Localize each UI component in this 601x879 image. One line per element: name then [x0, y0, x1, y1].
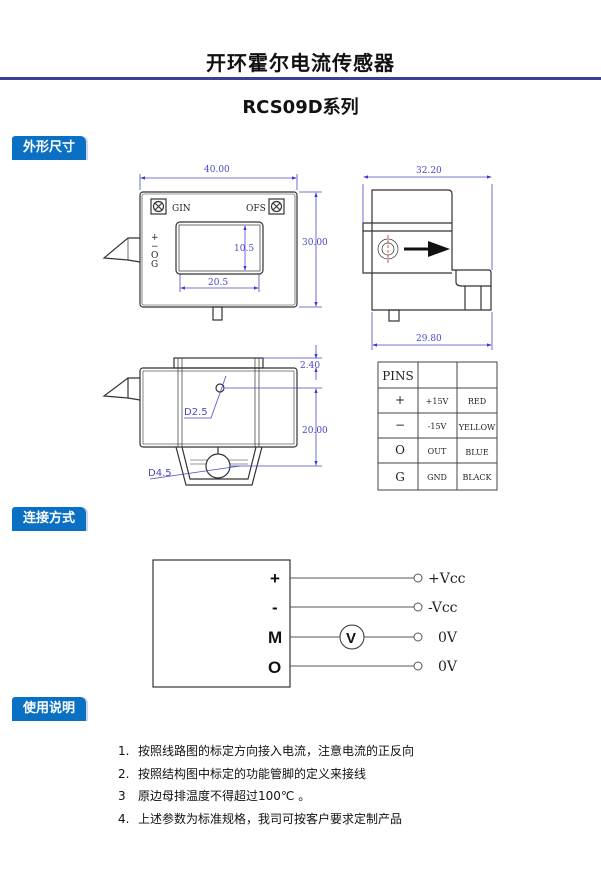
table-cell: YELLOW	[458, 423, 496, 432]
dim-window-width: 20.5	[208, 278, 228, 288]
item-text: 原边母排温度不得超过100℃ 。	[138, 789, 311, 803]
front-view	[102, 191, 298, 321]
table-header-cell: PINS	[382, 369, 414, 383]
ofs-potentiometer-icon	[268, 198, 285, 215]
gin-label: GIN	[172, 204, 191, 214]
side-view	[362, 189, 492, 322]
wiring-pin-label: -	[272, 598, 278, 617]
dim-height: 30.00	[302, 238, 328, 248]
table-cell: O	[395, 443, 405, 457]
pin-label: −	[151, 242, 159, 252]
item-number: 1.	[118, 744, 130, 758]
item-number: 4.	[118, 811, 130, 826]
dim-offset: 2.40	[300, 361, 320, 371]
usage-list: 1. 按照线路图的标定方向接入电流，注意电流的正反向 2. 按照结构图中标定的功能管…	[118, 740, 414, 830]
dim-side-top: 32.20	[416, 166, 442, 176]
voltmeter-label: V	[346, 630, 356, 647]
terminal-label: 0V	[438, 630, 458, 646]
wiring-pin-label: M	[268, 628, 282, 647]
table-cell: +	[395, 393, 405, 407]
item-text: 按照线路图的标定方向接入电流，注意电流的正反向	[138, 744, 415, 758]
terminal-icon	[413, 661, 423, 671]
table-cell: BLUE	[465, 448, 488, 457]
pin-label: G	[151, 260, 158, 270]
title-divider	[0, 77, 601, 80]
bottom-view	[102, 357, 298, 486]
item-text: 按照结构图中标定的功能管脚的定义来接线	[138, 766, 367, 781]
hole-large-label: D4.5	[148, 468, 172, 479]
ofs-label: OFS	[246, 204, 266, 214]
arrow-head-icon	[428, 241, 450, 257]
current-sensor-icon	[377, 238, 399, 260]
dim-side-bottom: 29.80	[416, 334, 442, 344]
wiring-diagram	[152, 559, 423, 688]
list-item: 1. 按照线路图的标定方向接入电流，注意电流的正反向	[118, 740, 414, 763]
item-number: 3	[118, 789, 126, 803]
table-cell: -15V	[428, 422, 447, 431]
section-tab-usage: 使用说明	[12, 697, 86, 721]
section-tab-connection: 连接方式	[12, 507, 86, 531]
list-item: 3 原边母排温度不得超过100℃ 。	[118, 785, 414, 808]
wiring-pin-label: +	[270, 569, 280, 588]
table-cell: +15V	[426, 397, 449, 406]
table-cell: RED	[468, 397, 486, 406]
terminal-label: +Vcc	[428, 571, 466, 587]
list-item: 4. 上述参数为标准规格，我司可按客户要求定制产品	[118, 808, 414, 831]
wiring-pin-label: O	[268, 658, 281, 677]
table-cell: G	[395, 470, 405, 484]
table-cell: OUT	[428, 447, 447, 456]
product-series: RCS09D系列	[242, 97, 359, 118]
terminal-label: -Vcc	[428, 600, 458, 616]
terminal-icon	[413, 632, 423, 642]
pin-label: O	[151, 251, 158, 261]
dim-width: 40.00	[204, 165, 230, 175]
terminal-label: 0V	[438, 659, 458, 675]
pins-table-cells: PINS + +15V RED − -15V YELLOW O OUT BLUE…	[382, 369, 496, 484]
terminal-icon	[413, 602, 423, 612]
pin-label: +	[151, 233, 159, 243]
section-tab-dimensions: 外形尺寸	[12, 136, 86, 160]
gin-potentiometer-icon	[150, 198, 167, 215]
table-cell: BLACK	[462, 473, 492, 482]
table-cell: −	[395, 418, 405, 432]
dim-distance: 20.00	[302, 426, 328, 436]
pins-table	[377, 361, 498, 491]
item-text: 上述参数为标准规格，我司可按客户要求定制产品	[138, 811, 403, 826]
page-title: 开环霍尔电流传感器	[206, 51, 395, 75]
item-number: 2.	[118, 766, 130, 781]
dim-window-height: 10.5	[234, 244, 254, 254]
hole-small-label: D2.5	[184, 407, 208, 418]
voltmeter-icon	[339, 624, 365, 650]
table-cell: GND	[427, 473, 447, 482]
list-item: 2. 按照结构图中标定的功能管脚的定义来接线	[118, 763, 414, 786]
terminal-icon	[413, 573, 423, 583]
